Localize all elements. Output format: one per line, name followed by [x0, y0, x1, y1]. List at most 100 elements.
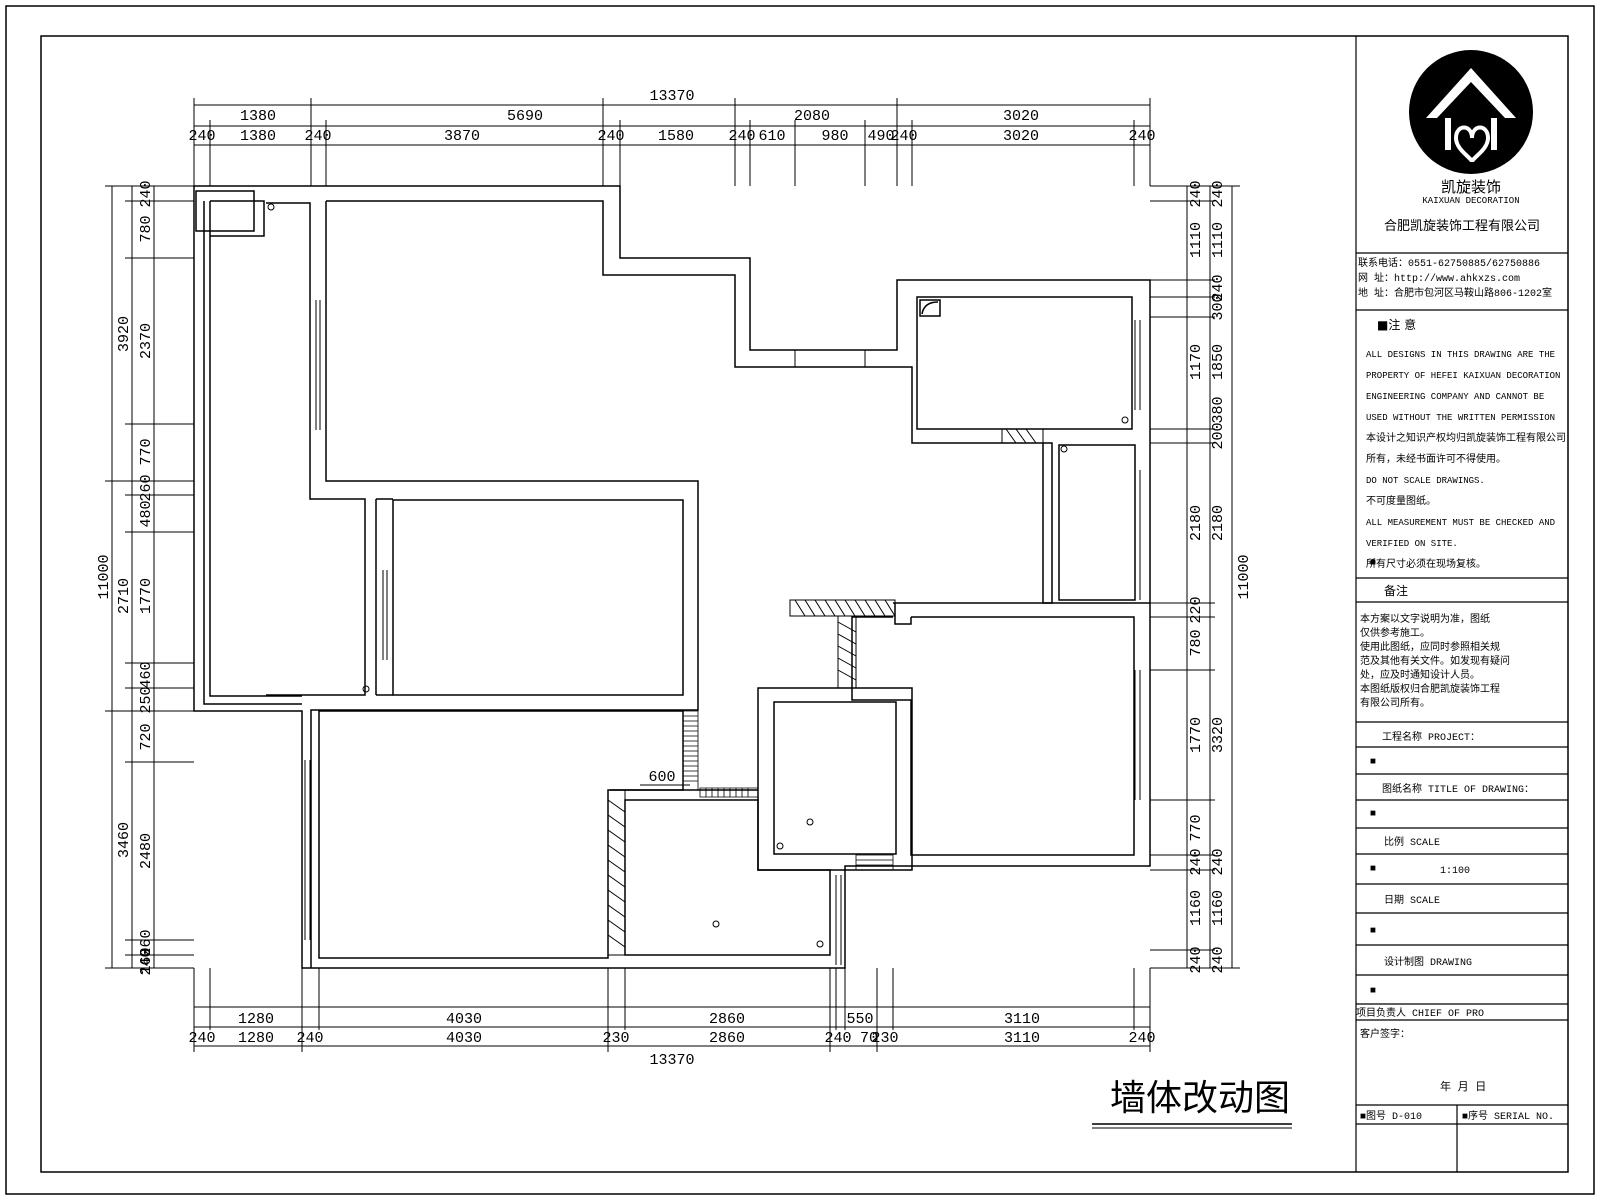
inner-wall-bath-right: [1042, 443, 1150, 604]
dim-left-inner: 240: [138, 948, 155, 975]
drawing-title: 墙体改动图: [1110, 1078, 1290, 1119]
sheet-inner-border: [40, 35, 1569, 1173]
logo-text: 凯旋装饰: [1441, 178, 1501, 196]
dim-bottom-row2: 240: [1128, 1030, 1155, 1047]
room-lower-middle: [624, 799, 831, 956]
company-logo: 凯旋装饰 KAIXUAN DECORATION: [1409, 50, 1533, 206]
drawing-name-label: 图纸名称 TITLE OF DRAWING：: [1382, 782, 1534, 796]
dim-right-inner: 1850: [1210, 344, 1227, 380]
dim-left-inner: 260: [138, 929, 155, 956]
hatched-walls: [607, 428, 1044, 956]
contact-line: 联系电话：0551-62750885/62750886: [1358, 256, 1540, 270]
designer-label: 设计制图 DRAWING: [1384, 955, 1472, 969]
dim-left-inner: 720: [138, 723, 155, 750]
bullet-mark: ■: [1370, 864, 1376, 875]
room-bath-middle: [773, 701, 897, 855]
dim-bottom-row1: 1280: [238, 1011, 274, 1028]
dim-left-inner: 480: [138, 500, 155, 527]
dim-top-row2: 1380: [240, 128, 276, 145]
company-name: 合肥凯旋装饰工程有限公司: [1384, 219, 1540, 234]
dim-right-outer: 1170: [1188, 344, 1205, 380]
inner-wall-corridor: [310, 201, 699, 968]
dim-right-outer: 2180: [1188, 505, 1205, 541]
dim-right-inner: 2180: [1210, 505, 1227, 541]
notice-heading: ■注 意: [1377, 317, 1416, 332]
dim-right-inner: 200: [1210, 422, 1227, 449]
remarks-line: 范及其他有关文件。如发现有疑问: [1360, 654, 1510, 668]
dim-top-row2: 490: [867, 128, 894, 145]
notice-line: 不可度量图纸。: [1366, 494, 1436, 507]
remarks-line: 本图纸版权归合肥凯旋装饰工程: [1360, 682, 1500, 696]
dim-bottom-row2: 240: [824, 1030, 851, 1047]
dim-right-inner: 3320: [1210, 717, 1227, 753]
dim-top-row1: 1380: [240, 108, 276, 125]
contact-line: 网 址：http://www.ahkxzs.com: [1358, 271, 1520, 285]
bullet-mark: ■: [1370, 757, 1376, 768]
notice-line: 本设计之知识产权均归凯旋装饰工程有限公司: [1366, 431, 1566, 444]
remarks-line: 仅供参考施工。: [1360, 626, 1430, 640]
outer-wall-outline: [193, 185, 1151, 969]
dim-right-outer: 240: [1188, 848, 1205, 875]
notice-line: DO NOT SCALE DRAWINGS.: [1366, 476, 1485, 486]
dim-bottom-total: 13370: [649, 1052, 694, 1069]
notice-line: 所有，未经书面许可不得使用。: [1366, 452, 1506, 465]
tv-cabinet: [195, 190, 255, 232]
remarks-heading: 备注: [1384, 583, 1408, 598]
notice-line: 所有尺寸必须在现场复核。: [1366, 557, 1486, 570]
dim-top-row2: 240: [890, 128, 917, 145]
dim-top-row1: 5690: [507, 108, 543, 125]
room-bedroom-right: [851, 616, 1135, 856]
dim-left-inner: 770: [138, 438, 155, 465]
contact-line: 地 址：合肥市包河区马鞍山路806-1202室: [1358, 286, 1552, 300]
dim-bottom-row2: 70: [860, 1030, 878, 1047]
remarks-line: 本方案以文字说明为准，图纸: [1360, 612, 1490, 626]
dim-top-row2: 240: [1128, 128, 1155, 145]
dim-left-inner: 160: [138, 947, 155, 974]
dim-top-row2: 980: [821, 128, 848, 145]
inner-wall-right-bedroom: [894, 603, 912, 625]
dim-top-row2: 240: [597, 128, 624, 145]
dim-bottom-row2: 1280: [238, 1030, 274, 1047]
client-sign-label: 客户签字：: [1360, 1027, 1410, 1041]
dim-bottom-row1: 2860: [709, 1011, 745, 1028]
notice-line: USED WITHOUT THE WRITTEN PERMISSION: [1366, 413, 1555, 423]
chief-label: 项目负责人 CHIEF OF PRO: [1356, 1006, 1484, 1020]
scale-value: 1:100: [1440, 866, 1470, 877]
dim-bottom-row2: 230: [871, 1030, 898, 1047]
dim-top-total: 13370: [649, 88, 694, 105]
notice-line: ENGINEERING COMPANY AND CANNOT BE: [1366, 392, 1544, 402]
sheet-outer-border: [5, 5, 1595, 1195]
inner-wall-bedroom-middle-door: [375, 498, 393, 696]
inner-wall-west-bedroom: [210, 200, 265, 237]
dim-bottom-row2: 240: [296, 1030, 323, 1047]
dim-right-inner: 380: [1210, 396, 1227, 423]
dim-right-outer: 1770: [1188, 717, 1205, 753]
bullet-mark: ■: [1370, 986, 1376, 997]
notice-line: PROPERTY OF HEFEI KAIXUAN DECORATION: [1366, 371, 1560, 381]
dim-right-inner: 300: [1210, 293, 1227, 320]
remarks-line: 使用此图纸，应同时参照相关规: [1360, 640, 1500, 654]
kitchen-fixture: [919, 299, 941, 317]
dim-right-inner: 240: [1210, 180, 1227, 207]
dim-interior-600: 600: [648, 769, 675, 786]
dim-right-outer: 240: [1188, 180, 1205, 207]
logo-subtext: KAIXUAN DECORATION: [1422, 196, 1519, 206]
inner-wall-west-strip: [209, 201, 302, 697]
dim-left-inner: 2370: [138, 323, 155, 359]
bullet-mark: ■: [1370, 926, 1376, 937]
dim-top-row1: 2080: [794, 108, 830, 125]
dim-left-inner: 250: [138, 686, 155, 713]
dim-right-inner: 1160: [1210, 890, 1227, 926]
inner-wall-stair: [266, 202, 366, 696]
dim-right-outer: 1160: [1188, 890, 1205, 926]
title-block: [1355, 36, 1568, 1172]
dim-left-inner: 2480: [138, 833, 155, 869]
fixture-points: [267, 203, 1129, 948]
dim-top-row2: 3870: [444, 128, 480, 145]
serial-no-label: ■序号 SERIAL NO.: [1462, 1109, 1554, 1123]
dim-right-outer: 780: [1188, 629, 1205, 656]
dim-bottom-row2: 230: [602, 1030, 629, 1047]
dim-top-row2: 1580: [658, 128, 694, 145]
